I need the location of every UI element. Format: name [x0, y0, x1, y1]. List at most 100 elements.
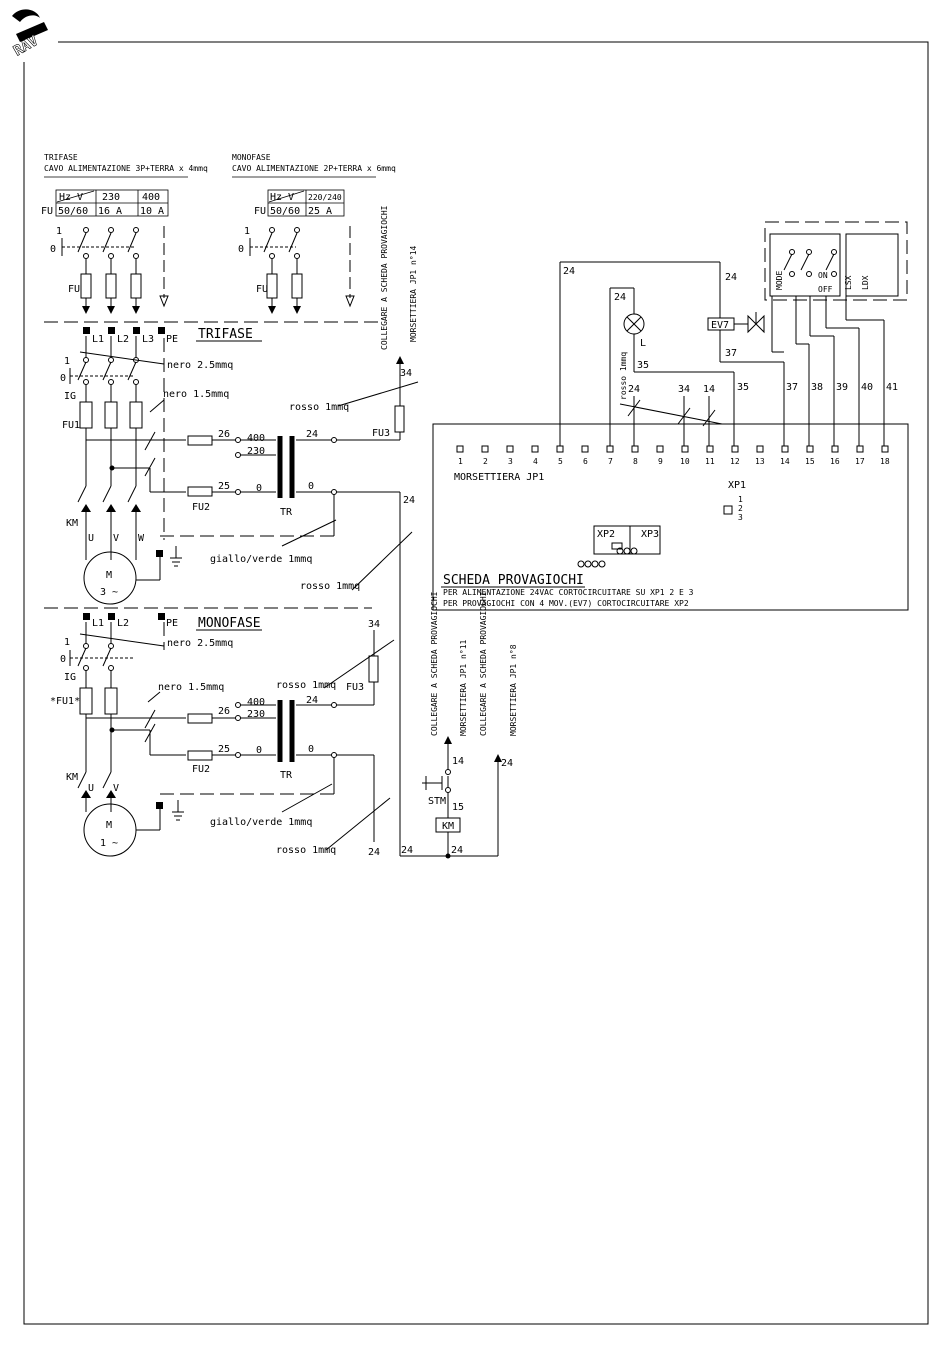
monofase-main-switch: 1 0 FU — [238, 226, 355, 314]
mono-v: V — [113, 783, 119, 794]
tri-voltage-1: 230 — [102, 192, 120, 203]
xp1-pin-3: 3 — [738, 513, 743, 522]
switch-contact-bot-2 — [831, 271, 837, 277]
mono-wire-34: 34 — [368, 619, 380, 630]
switch-blade-2 — [825, 253, 835, 271]
tri-morsettiera-note: MORSETTIERA JP1 n°14 — [409, 245, 418, 342]
mono-phase-ig-top-1 — [108, 643, 114, 649]
xp1-label: XP1 — [728, 480, 746, 491]
ig-1: 1 — [64, 356, 70, 367]
xp3-label: XP3 — [641, 529, 659, 540]
ev7-label: EV7 — [711, 320, 729, 331]
jp1-terminal-label-3: 3 — [508, 457, 513, 466]
jp1-terminal-4 — [531, 445, 539, 453]
tri-phase-ig-blade-2 — [127, 361, 137, 381]
ext-41: 41 — [886, 382, 898, 393]
mono-phase-ig-top-0 — [83, 643, 89, 649]
lamp-l: L — [640, 338, 646, 349]
stm-km-coil: 14 STM 15 KM 24 24 24 — [400, 736, 513, 859]
mono-km: KM — [66, 772, 78, 783]
tri-nero15: nero 1.5mmq — [163, 389, 229, 400]
jp1-terminal-15 — [806, 445, 814, 453]
mono-rosso-1: rosso 1mmq — [276, 680, 336, 691]
jp1-terminal-label-11: 11 — [705, 457, 715, 466]
switch-contact-top-1 — [806, 249, 812, 255]
jp1-terminal-1 — [456, 445, 464, 453]
switch-blade-0 — [783, 253, 793, 271]
switch-1-label-mono: 1 — [244, 226, 250, 237]
switch-contact-top-2 — [831, 249, 837, 255]
tri-supply-pole-top-2 — [133, 227, 139, 233]
tri-phase-ig-blade-1 — [102, 361, 112, 381]
mono-sec-0: 0 — [308, 744, 314, 755]
tri-transformer: TR — [280, 507, 293, 518]
jp1-terminal-2 — [481, 445, 489, 453]
jp1-terminal-label-17: 17 — [855, 457, 865, 466]
mono-supply-fuse-1 — [291, 273, 303, 299]
mono-voltage: 220/240 — [308, 193, 342, 202]
ext-14: 14 — [703, 384, 715, 395]
mono-morsettiera-2: MORSETTIERA JP1 n°8 — [509, 644, 518, 736]
ext-37a: 37 — [725, 348, 737, 359]
ext-37: 37 — [786, 382, 798, 393]
tri-phase-ig-top-0 — [83, 357, 89, 363]
mono-ig-1: 1 — [64, 637, 70, 648]
switch-off: OFF — [818, 285, 833, 294]
mono-l1: L1 — [92, 618, 104, 629]
ext-35a: 35 — [637, 360, 649, 371]
tri-l3: L3 — [142, 334, 154, 345]
tri-supply-pole-blade-2 — [127, 232, 137, 253]
mono-u: U — [88, 783, 94, 794]
mono-sec-24: 24 — [306, 695, 318, 706]
tri-supply-arrow-0 — [82, 306, 90, 314]
tri-fuse-1: 16 A — [98, 206, 122, 217]
tri-fu1: FU1 — [62, 420, 80, 431]
mono-supply-pole-top-1 — [294, 227, 300, 233]
tri-motor-phase: 3 ~ — [100, 587, 118, 598]
tri-collegare-note: COLLEGARE A SCHEDA PROVAGIOCHI — [380, 205, 389, 350]
trifase-header-title: TRIFASE — [44, 153, 78, 162]
jp1-terminal-13 — [756, 445, 764, 453]
tri-supply-arrow-2 — [132, 306, 140, 314]
xp1-pin-2: 2 — [738, 504, 743, 513]
tri-fu2: FU2 — [192, 502, 210, 513]
jp1-terminal-16 — [831, 445, 839, 453]
mono-phase-km-blade-1 — [102, 771, 112, 789]
tri-supply-fuse-2 — [130, 273, 142, 299]
tri-section-title: TRIFASE — [198, 327, 253, 342]
switch-contact-bot-1 — [806, 271, 812, 277]
switch-ldx: LDX — [861, 275, 870, 290]
tri-wire-24-bus: 24 — [403, 495, 415, 506]
tri-phase-ig-blade-0 — [77, 361, 87, 381]
tri-phase-fu1-0 — [79, 401, 93, 429]
tri-ig: IG — [64, 391, 76, 402]
km-coil-label: KM — [442, 821, 454, 832]
switch-lsx: LSX — [844, 275, 853, 290]
jp1-terminal-11 — [706, 445, 714, 453]
mono-motor: M — [106, 820, 112, 831]
jp1-label: MORSETTIERA JP1 — [454, 472, 544, 483]
mono-0-primary: 0 — [256, 745, 262, 756]
mono-transformer: TR — [280, 770, 293, 781]
switch-mode: MODE — [775, 271, 784, 290]
ext-rosso: rosso 1mmq — [619, 352, 628, 400]
rav-logo: RAV — [11, 9, 48, 60]
tri-wire-25: 25 — [218, 481, 230, 492]
mono-phase-ig-blade-1 — [102, 647, 112, 667]
tri-phase-fu1-1 — [104, 401, 118, 429]
xp2-label: XP2 — [597, 529, 615, 540]
ext-38: 38 — [811, 382, 823, 393]
mono-phase-km-blade-0 — [77, 771, 87, 789]
tri-w: W — [138, 533, 145, 544]
mono-phase-ig-blade-0 — [77, 647, 87, 667]
jp1-terminal-label-5: 5 — [558, 457, 563, 466]
jp1-terminal-label-12: 12 — [730, 457, 740, 466]
monofase-supply-header: MONOFASE CAVO ALIMENTAZIONE 2P+TERRA x 6… — [232, 153, 396, 217]
jp1-terminal-label-7: 7 — [608, 457, 613, 466]
switch-blade-1 — [800, 253, 810, 271]
jp1-terminal-label-2: 2 — [483, 457, 488, 466]
jp1-terminal-9 — [656, 445, 664, 453]
tri-phase-ig-bot-0 — [83, 379, 89, 385]
coil-24-left: 24 — [401, 845, 413, 856]
mono-giallo: giallo/verde 1mmq — [210, 817, 312, 828]
